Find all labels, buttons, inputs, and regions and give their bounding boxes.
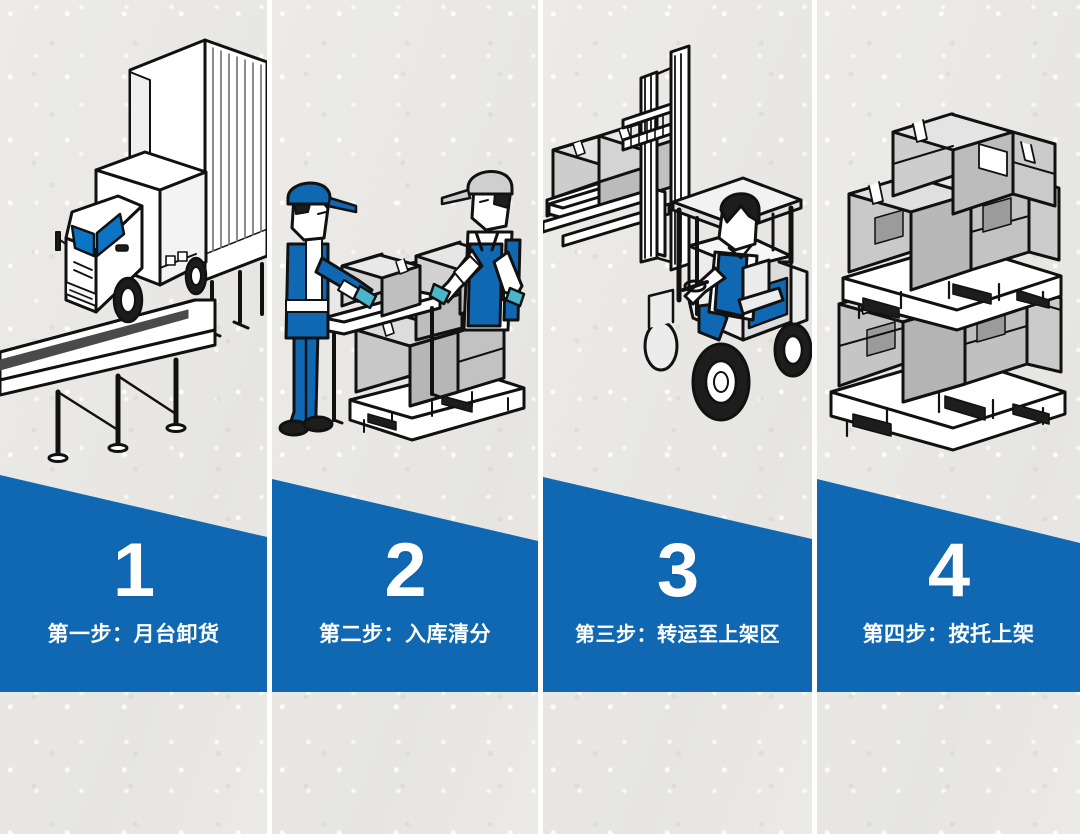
step-label: 第二步：入库清分 xyxy=(319,623,491,646)
step-number: 2 xyxy=(384,528,426,613)
step-panel-4: 4 第四步：按托上架 xyxy=(817,0,1080,834)
forklift-carrying-pallet-icon xyxy=(543,0,812,475)
stacked-pallets-icon xyxy=(817,0,1080,475)
step-banner-2: 2 第二步：入库清分 xyxy=(272,479,538,692)
step-label: 第四步：按托上架 xyxy=(862,623,1035,646)
step-number: 3 xyxy=(656,528,699,613)
step-panel-1: 1 第一步：月台卸货 xyxy=(0,0,267,834)
panel-divider-2 xyxy=(538,0,543,834)
step-banner-1: 1 第一步：月台卸货 xyxy=(0,475,267,692)
workers-sorting-boxes-icon xyxy=(272,0,538,475)
step-panel-2: 2 第二步：入库清分 xyxy=(272,0,538,834)
step-panel-3: 3 第三步：转运至上架区 xyxy=(543,0,812,834)
step-number: 4 xyxy=(927,528,970,613)
step-banner-3: 3 第三步：转运至上架区 xyxy=(543,477,812,692)
step-label: 第三步：转运至上架区 xyxy=(575,624,780,646)
step-label: 第一步：月台卸货 xyxy=(47,623,220,646)
step-number: 1 xyxy=(112,528,155,613)
step-banner-4: 4 第四步：按托上架 xyxy=(817,479,1080,692)
panel-divider-3 xyxy=(812,0,817,834)
truck-at-loading-dock-icon xyxy=(0,0,267,475)
panel-divider-1 xyxy=(267,0,272,834)
